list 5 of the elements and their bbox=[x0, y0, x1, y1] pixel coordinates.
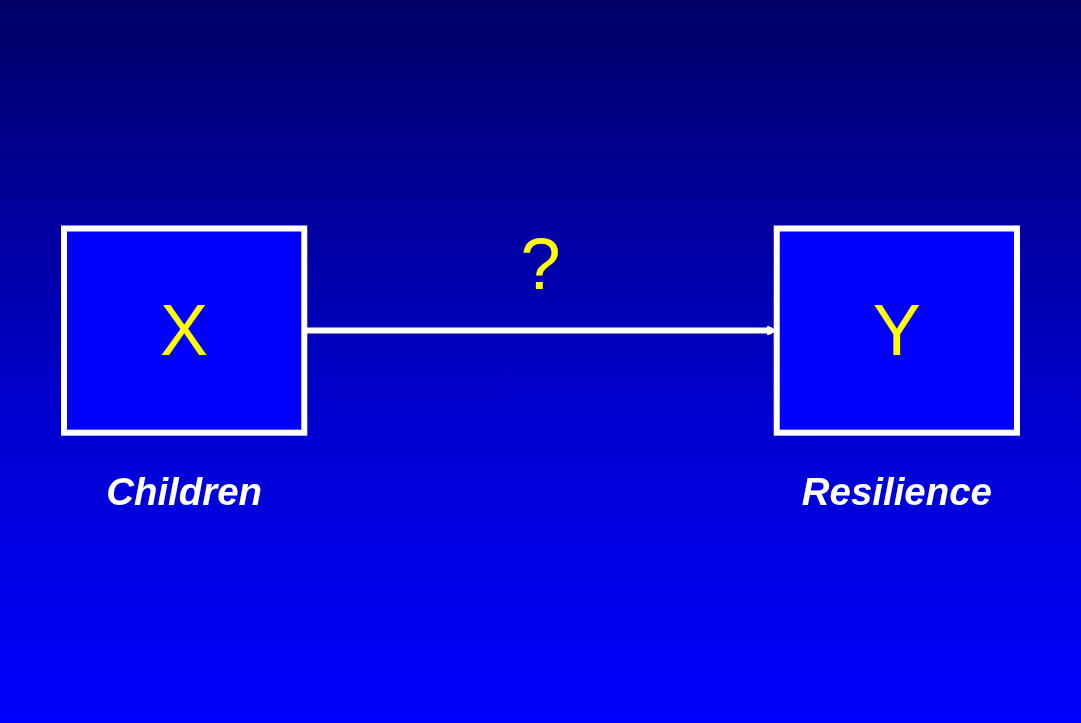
edge-label: ? bbox=[520, 223, 561, 305]
node-caption: Resilience bbox=[801, 469, 992, 513]
node-box: Y bbox=[773, 225, 1020, 436]
node-caption: Children bbox=[106, 469, 263, 513]
node-box: X bbox=[61, 225, 308, 436]
